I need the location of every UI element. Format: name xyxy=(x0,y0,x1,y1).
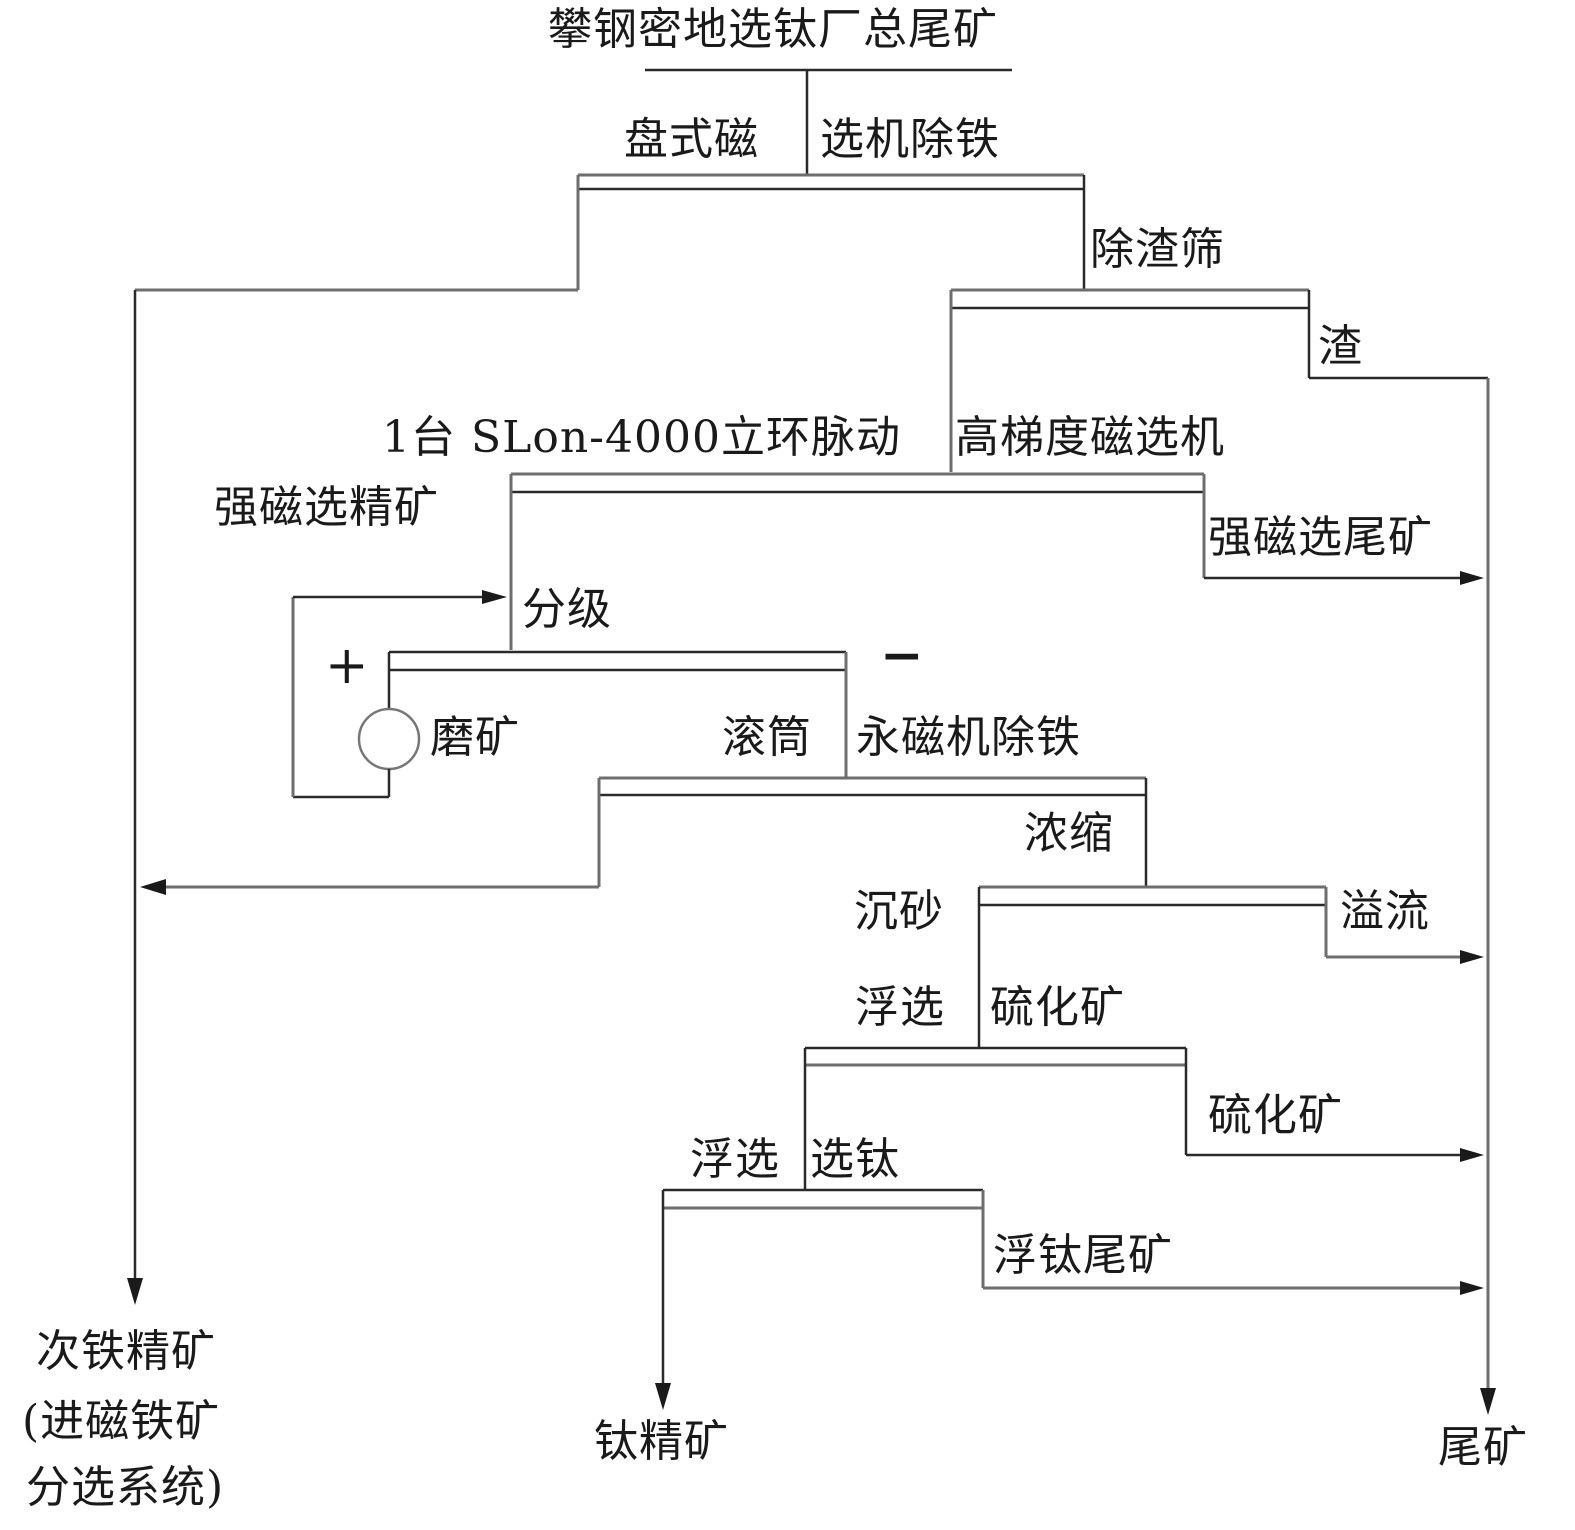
arrow-down-ti-concentrate xyxy=(655,1383,671,1410)
label-flotation-ti-left: 浮选 xyxy=(690,1134,780,1185)
label-disc-magnetic-left: 盘式磁 xyxy=(624,114,759,165)
label-plus-oversize: + xyxy=(325,636,370,696)
label-flotation-sulfide-left: 浮选 xyxy=(855,982,945,1033)
arrow-right-grinding-return xyxy=(482,590,507,604)
label-secondary-iron-line3: 分选系统) xyxy=(26,1462,225,1513)
arrow-right-sulfide xyxy=(1460,1148,1484,1162)
arrow-down-tailings xyxy=(1480,1388,1496,1415)
label-strong-mag-tailings: 强磁选尾矿 xyxy=(1208,512,1433,563)
separator-disc-magnetic xyxy=(576,173,1086,290)
label-flotation-ti-tailings: 浮钛尾矿 xyxy=(993,1230,1173,1281)
label-drum-right: 永磁机除铁 xyxy=(856,712,1081,763)
label-sulfide-product: 硫化矿 xyxy=(1208,1090,1343,1141)
diagram-title: 攀钢密地选钛厂总尾矿 xyxy=(548,4,998,55)
separator-thickening xyxy=(977,885,1328,1048)
separator-classification xyxy=(387,650,848,777)
arrow-right-overflow xyxy=(1460,950,1484,964)
separator-titanium-flotation xyxy=(661,1188,985,1385)
label-flotation-ti-right: 选钛 xyxy=(810,1134,900,1185)
label-secondary-iron-line1: 次铁精矿 xyxy=(36,1326,216,1377)
separator-drum-magnet xyxy=(597,776,1148,887)
separator-slon xyxy=(509,472,1206,650)
arrow-right-strong-tailings xyxy=(1460,571,1484,585)
arrow-down-secondary-iron xyxy=(127,1278,143,1305)
label-titanium-concentrate: 钛精矿 xyxy=(594,1416,729,1467)
label-drum-left: 滚筒 xyxy=(722,712,812,763)
label-slon-machine-right: 高梯度磁选机 xyxy=(955,412,1225,463)
arrow-left-iron-2 xyxy=(140,879,166,895)
arrow-right-ti-tailings xyxy=(1460,1281,1484,1295)
label-strong-mag-concentrate: 强磁选精矿 xyxy=(214,482,439,533)
label-slag: 渣 xyxy=(1318,321,1363,372)
label-minus-undersize: − xyxy=(880,625,925,686)
label-secondary-iron-line2: (进磁铁矿 xyxy=(22,1396,221,1447)
label-classification: 分级 xyxy=(522,584,612,635)
label-overflow: 溢流 xyxy=(1340,886,1430,937)
label-slag-screen: 除渣筛 xyxy=(1090,224,1225,275)
label-tailings: 尾矿 xyxy=(1438,1422,1528,1473)
grinding-mill-symbol xyxy=(357,707,421,771)
label-grinding: 磨矿 xyxy=(430,712,520,763)
label-underflow: 沉砂 xyxy=(854,886,944,937)
label-slon-machine: 1台 SLon-4000立环脉动 xyxy=(382,412,902,463)
label-flotation-sulfide-right: 硫化矿 xyxy=(990,982,1125,1033)
separator-sulfide-flotation xyxy=(803,1046,1188,1190)
label-thickening: 浓缩 xyxy=(1024,808,1114,859)
label-disc-magnetic-right: 选机除铁 xyxy=(820,114,1000,165)
separator-slag-screen xyxy=(949,288,1311,472)
